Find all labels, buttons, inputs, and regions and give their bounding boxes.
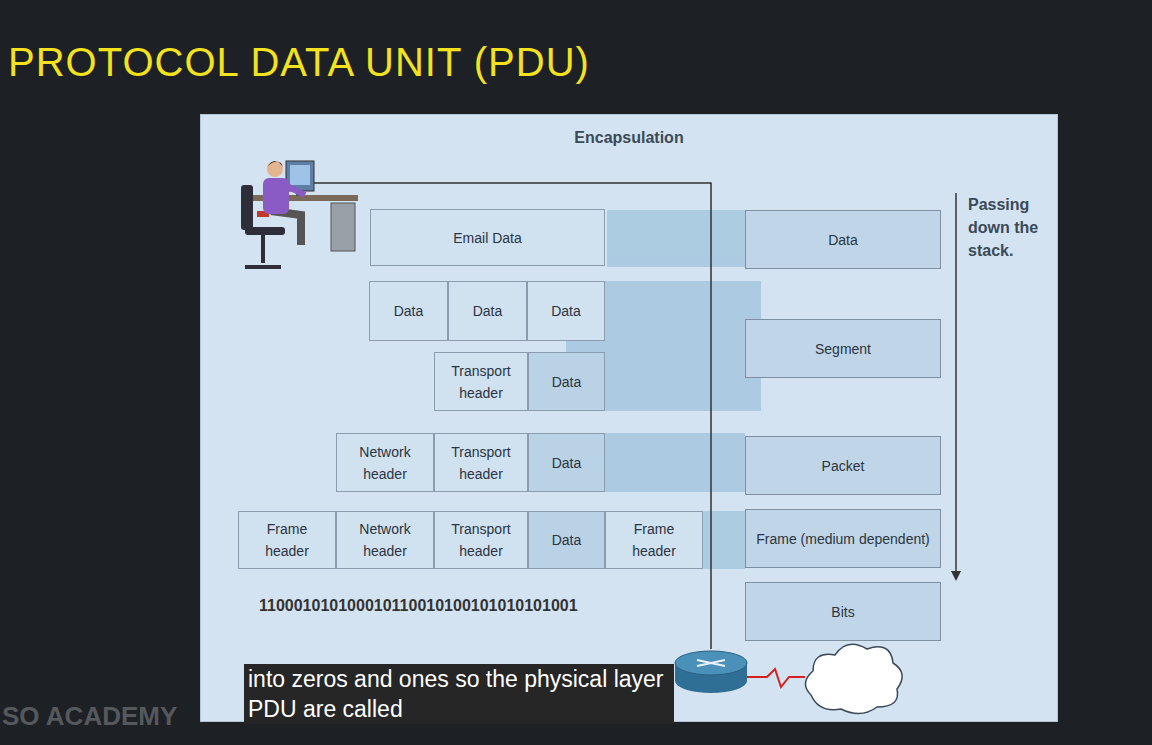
data-cell: Data <box>528 352 605 411</box>
pdu-box-text: Data <box>828 229 858 251</box>
data-cell: Data <box>528 433 605 492</box>
email-data-box-text: Email Data <box>453 227 521 249</box>
router-symbol <box>675 651 747 693</box>
pdu-box: Bits <box>745 582 941 641</box>
computer-user <box>241 161 358 267</box>
pdu-box: Frame (medium dependent) <box>745 509 941 568</box>
data-cell-text: Data <box>551 300 581 322</box>
pdu-box-text: Segment <box>815 338 871 360</box>
encapsulation-panel-text: Encapsulation <box>201 129 1057 147</box>
data-cell: Data <box>528 511 605 569</box>
trailer-cell: Frame header <box>605 511 703 569</box>
header-cell: Transport header <box>434 511 528 569</box>
data-cell: Data <box>527 281 605 341</box>
header-cell-text: Network header <box>343 518 427 562</box>
data-cell-text: Data <box>552 452 582 474</box>
email-data-box: Email Data <box>370 209 605 266</box>
pdu-box: Packet <box>745 436 941 495</box>
bit-string: 110001010100010110010100101010101001 <box>259 596 578 616</box>
pdu-box-text: Frame (medium dependent) <box>756 528 930 550</box>
data-cell: Data <box>369 281 448 341</box>
header-cell-text: Transport header <box>441 441 521 485</box>
data-cell-text: Data <box>394 300 424 322</box>
header-cell-text: Frame header <box>245 518 329 562</box>
trailer-cell-text: Frame header <box>612 518 696 562</box>
down-arrow <box>951 193 961 581</box>
wan-link <box>747 669 805 687</box>
header-cell: Network header <box>336 511 434 569</box>
network-wire <box>314 183 711 649</box>
pdu-box: Data <box>745 210 941 269</box>
data-cell: Data <box>448 281 527 341</box>
header-cell: Transport header <box>434 352 528 411</box>
data-cell-text: Data <box>552 529 582 551</box>
encapsulation-panel: EncapsulationEmail DataDataDataDataDataS… <box>200 114 1058 722</box>
header-cell: Frame header <box>238 511 336 569</box>
header-cell-text: Transport header <box>441 518 521 562</box>
header-cell-text: Transport header <box>441 360 521 404</box>
slide-title: PROTOCOL DATA UNIT (PDU) <box>8 38 590 86</box>
header-cell-text: Network header <box>343 441 427 485</box>
stack-note: Passing down the stack. <box>968 193 1056 262</box>
pdu-box-text: Bits <box>831 601 854 623</box>
cloud-symbol <box>805 644 902 713</box>
header-cell: Transport header <box>434 433 528 492</box>
subtitle-caption: into zeros and ones so the physical laye… <box>244 664 674 724</box>
pdu-box: Segment <box>745 319 941 378</box>
pdu-box-text: Packet <box>822 455 865 477</box>
data-cell-text: Data <box>473 300 503 322</box>
header-cell: Network header <box>336 433 434 492</box>
data-cell-text: Data <box>552 371 582 393</box>
watermark: SO ACADEMY <box>2 700 177 732</box>
